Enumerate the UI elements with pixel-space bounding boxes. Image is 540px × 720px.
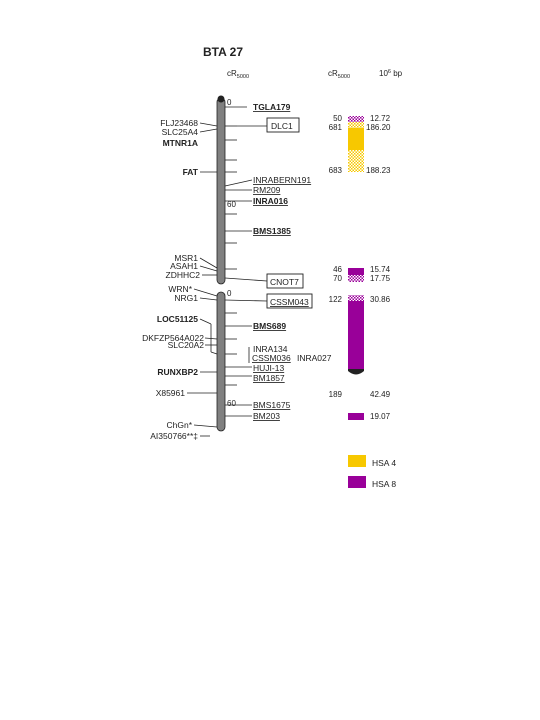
hsa4-segment-hatched-top [348,122,364,128]
cr-value: 681 [329,123,343,132]
marker-rm209: RM209 [253,185,281,195]
legend-swatch-hsa4 [348,455,366,467]
marker-bms1675: BMS1675 [253,400,291,410]
marker-cssm043: CSSM043 [270,297,309,307]
cr-value: 122 [329,295,343,304]
linkage-group-1: 0 60 TGLA179 DLC1 INRABERN191 RM209 INRA… [160,95,311,289]
hsa4-segment [348,128,364,150]
cr-value: 683 [329,166,343,175]
scale-label-0: 0 [227,289,232,298]
marker-dlc1: DLC1 [271,121,293,131]
marker-runxbp2: RUNXBP2 [157,367,198,377]
marker-fat: FAT [183,167,199,177]
hsa8-segment-hatched [348,116,364,122]
marker-mtnr1a: MTNR1A [163,138,198,148]
marker-wrn: WRN* [168,284,192,294]
cr-value: 50 [333,114,342,123]
scale-label-0: 0 [227,98,232,107]
legend-label-hsa4: HSA 4 [372,458,396,468]
comparative-map: 50 12.72 681 186.20 683 188.23 46 15.74 … [329,114,391,421]
map-title: BTA 27 [203,45,243,59]
bp-value: 42.49 [370,390,391,399]
hsa8-segment [348,301,364,369]
header-bp: 106 bp [379,69,403,78]
header-cr-right: cR5000 [328,69,350,80]
marker-bms1385: BMS1385 [253,226,291,236]
hsa8-segment [348,413,364,420]
marker-cssm036: CSSM036 [252,353,291,363]
bp-value: 186.20 [366,123,391,132]
legend-label-hsa8: HSA 8 [372,479,396,489]
bp-value: 17.75 [370,274,391,283]
scale-label-60: 60 [227,200,236,209]
marker-inra027: INRA027 [297,353,332,363]
hsa8-segment [348,268,364,275]
telomere-cap [348,369,364,375]
legend: HSA 4 HSA 8 [348,455,396,489]
marker-asah1: ASAH1 [170,261,198,271]
marker-inraberN191: INRABERN191 [253,175,311,185]
hsa4-segment-hatched-bottom [348,150,364,172]
marker-box-cssm043 [266,293,313,309]
marker-nrg1: NRG1 [174,293,198,303]
marker-bm203: BM203 [253,411,280,421]
marker-chgn: ChGn* [166,420,192,430]
marker-dkfzp564a022: DKFZP564A022 [142,333,204,343]
bp-value: 30.86 [370,295,391,304]
bp-value: 188.23 [366,166,391,175]
legend-swatch-hsa8 [348,476,366,488]
chromosome-bar [216,291,226,432]
marker-ai350766: AI350766**‡ [150,431,198,441]
bp-value: 15.74 [370,265,391,274]
hsa8-segment-hatched [348,295,364,301]
marker-bms689: BMS689 [253,321,286,331]
marker-tgla179: TGLA179 [253,102,291,112]
cr-value: 70 [333,274,342,283]
marker-box-dlc1 [266,117,300,133]
scale-label-60: 60 [227,399,236,408]
bp-value: 12.72 [370,114,391,123]
marker-loc51125: LOC51125 [157,314,198,324]
cr-value: 46 [333,265,342,274]
chromosome-bar [216,97,226,285]
marker-box-cnot7 [266,273,304,289]
marker-cnot7: CNOT7 [270,277,299,287]
marker-inra134: INRA134 [253,344,288,354]
hsa8-segment-hatched [348,275,364,282]
cr-value: 189 [329,390,343,399]
marker-bm1857: BM1857 [253,373,285,383]
marker-zdhhc2: ZDHHC2 [166,270,201,280]
marker-flj23468: FLJ23468 [160,118,198,128]
marker-inra016: INRA016 [253,196,288,206]
marker-huji-13: HUJI-13 [253,363,284,373]
bp-value: 19.07 [370,412,391,421]
marker-msr1: MSR1 [174,253,198,263]
telomere-cap [217,95,225,103]
linkage-group-2: 0 60 CSSM043 BMS689 INRA134 CSSM036 INRA… [142,284,332,441]
header-cr-left: cR5000 [227,69,249,80]
marker-x85961: X85961 [156,388,186,398]
marker-slc20a2: SLC20A2 [168,340,205,350]
marker-slc25a4: SLC25A4 [162,127,199,137]
